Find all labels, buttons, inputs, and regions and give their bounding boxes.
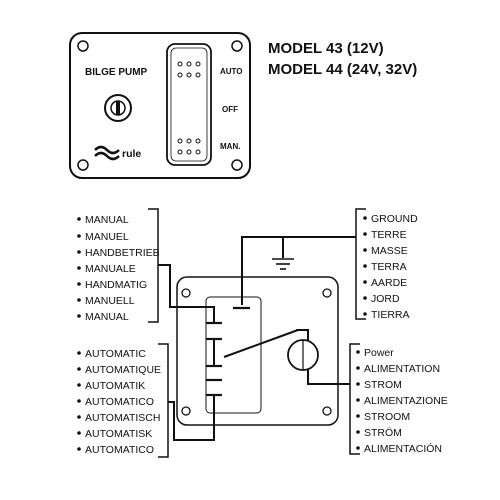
rocker-dots-top <box>177 61 201 78</box>
switch-panel-back <box>176 276 339 426</box>
manual-bullets <box>77 217 81 318</box>
power-label: STRÖM <box>364 427 402 439</box>
mount-hole <box>77 159 89 171</box>
fuse-knob-slot-icon <box>116 101 120 115</box>
manual-label-group: MANUAL MANUEL HANDBETRIEB MANUALE HANDMA… <box>77 208 160 323</box>
power-label: STROOM <box>364 411 410 423</box>
manual-label: MANUALE <box>85 263 136 275</box>
ground-label: TERRA <box>371 261 407 273</box>
power-bracket <box>349 343 360 455</box>
mount-hole <box>231 40 243 52</box>
ground-label: MASSE <box>371 245 408 257</box>
fuse-wire <box>296 329 309 343</box>
automatic-label: AUTOMATISCH <box>85 412 160 424</box>
ground-bracket <box>355 208 366 320</box>
rule-logo: rule <box>94 145 141 161</box>
power-label: ALIMENTAZIONE <box>364 395 448 407</box>
manual-label: MANUAL <box>85 214 129 226</box>
automatic-label: AUTOMATICO <box>85 444 154 456</box>
model-title-2: MODEL 44 (24V, 32V) <box>268 61 417 78</box>
automatic-label: AUTOMATIK <box>85 380 145 392</box>
back-mount-hole <box>181 406 191 416</box>
mount-hole <box>231 159 243 171</box>
back-mount-hole <box>181 288 191 298</box>
panel-label: BILGE PUMP <box>85 67 148 78</box>
automatic-wire <box>168 395 215 441</box>
ground-wire <box>241 236 356 305</box>
automatic-label: AUTOMATICO <box>85 396 154 408</box>
automatic-bullets <box>77 351 81 451</box>
rocker-dots-bottom <box>177 138 201 155</box>
switch-position-man: MAN. <box>220 142 240 151</box>
fuse-holder-icon <box>287 339 319 371</box>
back-panel-outline <box>176 276 339 426</box>
automatic-label-group: AUTOMATIC AUTOMATIQUE AUTOMATIK AUTOMATI… <box>77 343 169 458</box>
wires <box>158 236 356 441</box>
switch-terminals <box>206 306 250 397</box>
ground-label: GROUND <box>371 213 418 225</box>
manual-label: MANUELL <box>85 295 135 307</box>
ground-label: AARDE <box>371 277 407 289</box>
automatic-label: AUTOMATISK <box>85 428 152 440</box>
switch-position-off: OFF <box>222 105 238 114</box>
ground-label: TERRE <box>371 229 407 241</box>
ground-bullets <box>363 216 367 316</box>
back-mount-hole <box>322 406 332 416</box>
manual-label: HANDBETRIEB <box>85 247 160 259</box>
power-label: Power <box>364 347 394 359</box>
automatic-label: AUTOMATIQUE <box>85 364 161 376</box>
brand-name: rule <box>122 148 141 160</box>
ground-symbol-icon <box>272 258 294 270</box>
power-label: STROM <box>364 379 402 391</box>
rocker-switch-inner <box>170 47 208 162</box>
fuse-knob-icon[interactable] <box>104 94 132 122</box>
automatic-bracket <box>158 343 169 458</box>
power-bullets <box>356 350 360 450</box>
switch-panel-front: BILGE PUMP rule AUTO <box>69 32 251 179</box>
power-label: ALIMENTATION <box>364 363 440 375</box>
rule-wave-icon <box>94 151 120 161</box>
power-wire <box>307 368 350 385</box>
power-label: ALIMENTACIÓN <box>364 442 442 455</box>
manual-label: MANUAL <box>85 311 129 323</box>
mount-hole <box>77 40 89 52</box>
switch-position-auto: AUTO <box>220 67 243 76</box>
manual-wire <box>158 264 215 322</box>
model-title-1: MODEL 43 (12V) <box>268 40 384 57</box>
switch-lever-wire <box>223 329 299 358</box>
rule-wave-icon <box>94 145 120 155</box>
back-mount-hole <box>322 288 332 298</box>
switch-body-outline <box>205 296 262 414</box>
manual-bracket <box>148 208 159 323</box>
automatic-label: AUTOMATIC <box>85 348 146 360</box>
power-label-group: Power ALIMENTATION STROM ALIMENTAZIONE S… <box>349 343 448 455</box>
ground-label: TIERRA <box>371 309 410 321</box>
ground-label: JORD <box>371 293 400 305</box>
manual-label: MANUEL <box>85 231 129 243</box>
ground-label-group: GROUND TERRE MASSE TERRA AARDE JORD TIER… <box>355 208 418 321</box>
manual-label: HANDMATIG <box>85 279 147 291</box>
